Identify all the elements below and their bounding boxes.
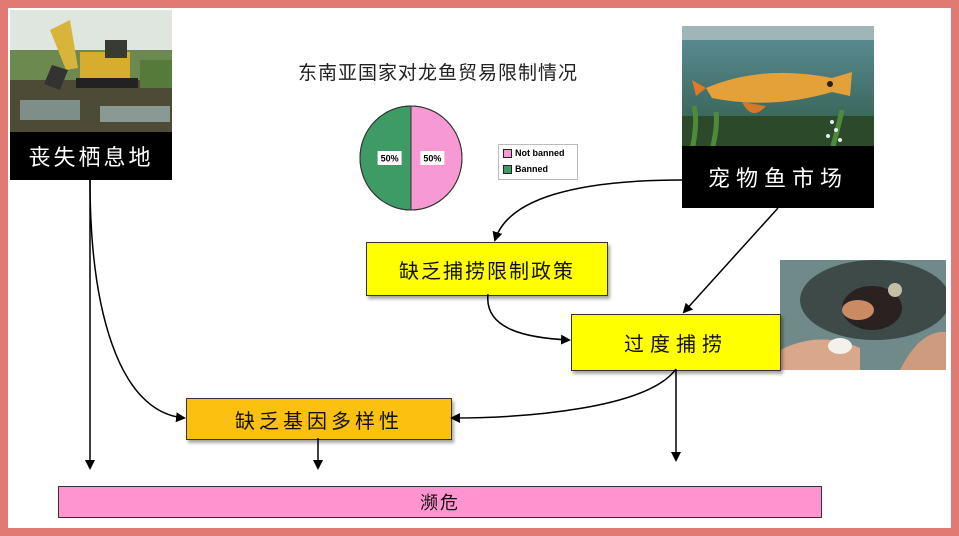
low-genetic-diversity-box: 缺乏基因多样性: [186, 398, 452, 440]
pie-data-label: 50%: [381, 154, 399, 164]
arowana-aquarium-image: [682, 26, 874, 150]
pet-market-label: 宠物鱼市场: [682, 146, 874, 208]
excavator-image: [10, 10, 172, 134]
pie-outline: [359, 105, 463, 211]
pie-data-label: 50%: [423, 154, 441, 164]
chart-title: 东南亚国家对龙鱼贸易限制情况: [297, 62, 578, 84]
pie-chart: 50% 50%: [359, 105, 463, 211]
arowana-mouth-image: [780, 260, 946, 370]
no-fishing-policy-box: 缺乏捕捞限制政策: [366, 242, 608, 296]
legend-swatch-banned: [503, 164, 512, 174]
endangered-bar: 濒危: [58, 486, 822, 518]
legend-item-banned: Banned: [499, 161, 577, 177]
arrow-pet-market-to-overfishing: [682, 207, 779, 314]
diagram-canvas: 丧失栖息地 宠物鱼市场: [8, 8, 951, 528]
arrow-overfishing-to-diversity: [450, 368, 677, 423]
overfishing-box: 过度捕捞: [571, 314, 781, 371]
excavator-photo: [10, 10, 172, 134]
legend-item-not-banned: Not banned: [499, 145, 577, 161]
legend-label-not-banned: Not banned: [515, 148, 565, 158]
arowana-aquarium-photo: [682, 26, 874, 150]
legend-swatch-not-banned: [503, 148, 512, 158]
habitat-loss-label: 丧失栖息地: [10, 132, 172, 180]
chart-legend: Not banned Banned: [498, 144, 578, 180]
flow-arrows: [85, 179, 779, 470]
pie-label-bg: [377, 151, 402, 165]
arrow-habitat-to-diversity: [89, 179, 186, 423]
arowana-mouth-photo: [780, 260, 946, 370]
arrow-policy-to-overfishing: [487, 293, 571, 345]
pie-label-bg: [420, 151, 445, 165]
arrow-pet-market-to-policy: [492, 179, 683, 242]
legend-label-banned: Banned: [515, 164, 549, 174]
